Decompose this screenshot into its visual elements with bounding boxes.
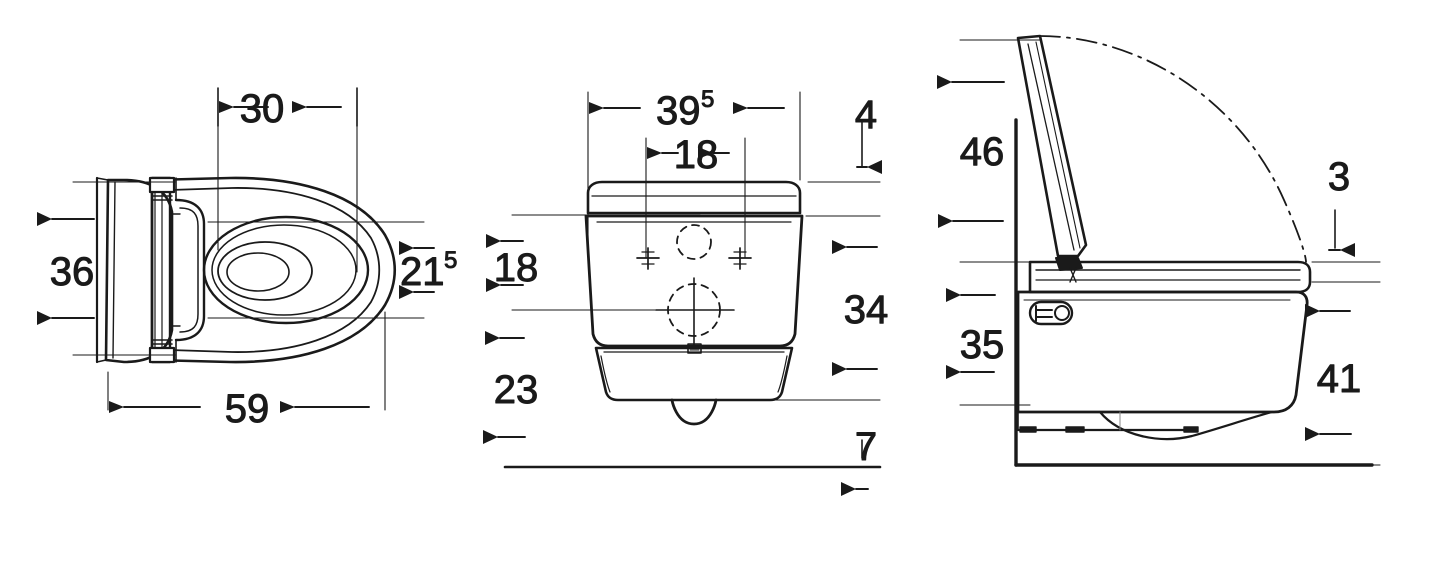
side-view-extension-lines [959,39,1381,466]
dim-label-21-5: 21 5 [400,247,458,295]
top-view-geometry [95,176,396,364]
front-view-dimension-lines [483,102,882,496]
front-view-extension-lines [511,91,881,468]
front-view-geometry [503,180,882,469]
dim-label-3: 3 [1328,155,1350,199]
dim-label-46: 46 [960,130,1005,174]
top-view-dimension-lines [37,87,435,413]
dim-label-35: 35 [960,323,1005,367]
dim-label-36: 36 [50,250,95,294]
dim-label-7: 7 [855,425,877,469]
dim-label-18-top: 18 [674,133,719,177]
dim-label-23: 23 [494,368,539,412]
dim-label-39-superscript: 5 [701,86,714,113]
top-view-extension-lines [72,99,425,411]
dim-label-18-left: 18 [494,246,539,290]
dim-label-59: 59 [225,387,270,431]
dim-label-39-5: 39 5 [656,86,715,134]
dim-label-4: 4 [855,93,877,137]
dim-label-34: 34 [844,288,889,332]
dim-label-39: 39 [656,89,701,133]
dim-label-21: 21 [400,250,445,294]
side-view-dimension-lines [937,75,1355,441]
dim-label-21-superscript: 5 [444,247,457,274]
dim-label-30: 30 [240,87,285,131]
dim-label-41: 41 [1317,357,1362,401]
